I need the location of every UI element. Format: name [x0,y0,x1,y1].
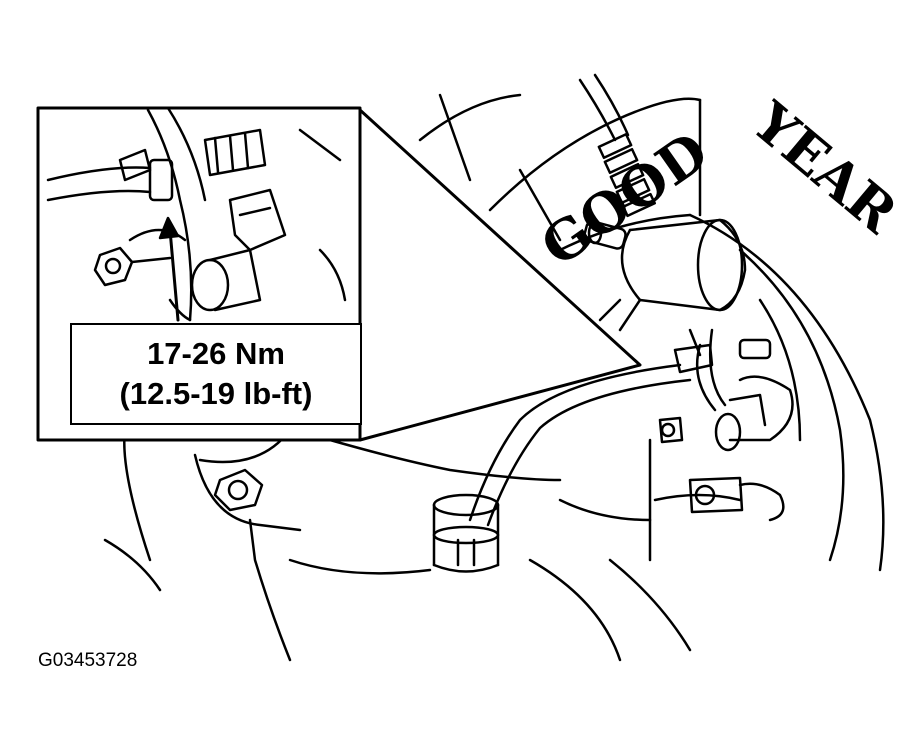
bleeder-assembly [658,328,794,522]
tire-brand-year: YEAR [740,89,910,246]
torque-spec-box: 17-26 Nm (12.5-19 lb-ft) [70,323,362,425]
bleeder-tube [468,363,692,527]
callout-wedge [358,108,642,442]
catch-jar [432,493,500,573]
tire [488,97,885,572]
lower-bolt [213,468,264,512]
torque-spec-nm: 17-26 Nm [147,336,285,371]
torque-spec-lbft: (12.5-19 lb-ft) [119,376,313,411]
tire-brand-good: GOOD [530,119,720,279]
hose-fitting [597,132,656,218]
brake-hose [578,73,656,218]
tire-brand-year-text: YEAR [740,89,910,246]
brake-caliper [583,218,747,332]
figure-id: G03453728 [38,650,138,671]
tire-brand-good-text: GOOD [530,119,720,279]
background-outlines [103,93,742,662]
